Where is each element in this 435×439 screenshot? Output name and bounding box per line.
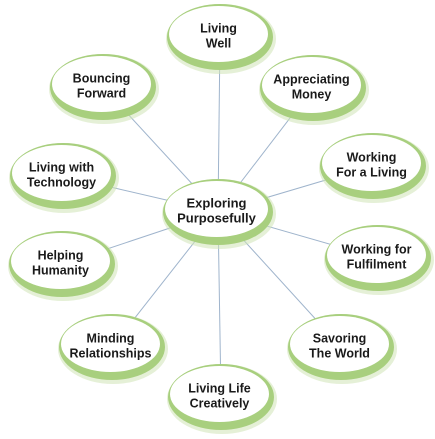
node-working-for-a-living-fill <box>322 135 421 191</box>
node-working-for-a-living-label-line-1: Working <box>347 151 397 165</box>
node-working-for-fulfilment-label-line-1: Working for <box>342 243 412 257</box>
node-savoring-the-world-fill <box>290 316 389 372</box>
node-working-for-a-living-label-line-2: For a Living <box>336 166 407 180</box>
node-bouncing-forward-fill <box>52 56 151 112</box>
node-minding-relationships-bubble <box>58 314 168 384</box>
node-minding-relationships-label-line-1: Minding <box>87 332 135 346</box>
node-living-life-creatively-label-line-1: Living Life <box>188 382 251 396</box>
node-appreciating-money-fill <box>262 57 361 113</box>
center-node-label-line-1: Exploring <box>187 196 247 211</box>
node-appreciating-money-label-line-2: Money <box>292 88 332 102</box>
center-node-fill <box>165 181 268 237</box>
node-helping-humanity-label-line-1: Helping <box>38 249 84 263</box>
node-working-for-fulfilment-fill <box>327 227 426 283</box>
node-appreciating-money-label-line-1: Appreciating <box>273 73 349 87</box>
node-living-with-technology-fill <box>12 145 111 201</box>
center-node-bubble <box>162 179 276 249</box>
node-working-for-fulfilment-label-line-2: Fulfilment <box>347 258 408 272</box>
node-working-for-a-living-bubble <box>319 133 429 203</box>
node-living-life-creatively-label-line-2: Creatively <box>190 397 250 411</box>
node-working-for-fulfilment-bubble <box>324 225 434 295</box>
node-living-life-creatively-fill <box>170 366 269 422</box>
node-helping-humanity-fill <box>11 233 110 289</box>
node-savoring-the-world-bubble <box>287 314 397 384</box>
node-savoring-the-world-label-line-2: The World <box>309 347 370 361</box>
node-appreciating-money-bubble <box>259 55 369 125</box>
node-helping-humanity-label-line-2: Humanity <box>32 264 89 278</box>
node-living-well-label-line-1: Living <box>200 22 237 36</box>
node-living-with-technology-label-line-1: Living with <box>29 161 94 175</box>
node-living-well-label-line-2: Well <box>206 37 231 51</box>
node-helping-humanity-bubble <box>8 231 118 301</box>
node-living-well-bubble <box>166 4 276 74</box>
node-living-well-fill <box>169 6 268 62</box>
node-living-with-technology-label-line-2: Technology <box>27 176 96 190</box>
center-node-label-line-2: Purposefully <box>177 211 257 226</box>
node-living-life-creatively-bubble <box>167 364 277 434</box>
node-living-with-technology-bubble <box>9 143 119 213</box>
node-minding-relationships-fill <box>61 316 160 372</box>
node-bouncing-forward-label-line-2: Forward <box>77 87 126 101</box>
node-savoring-the-world-label-line-1: Savoring <box>313 332 367 346</box>
node-bouncing-forward-bubble <box>49 54 159 124</box>
node-bouncing-forward-label-line-1: Bouncing <box>73 72 131 86</box>
node-minding-relationships-label-line-2: Relationships <box>70 347 152 361</box>
